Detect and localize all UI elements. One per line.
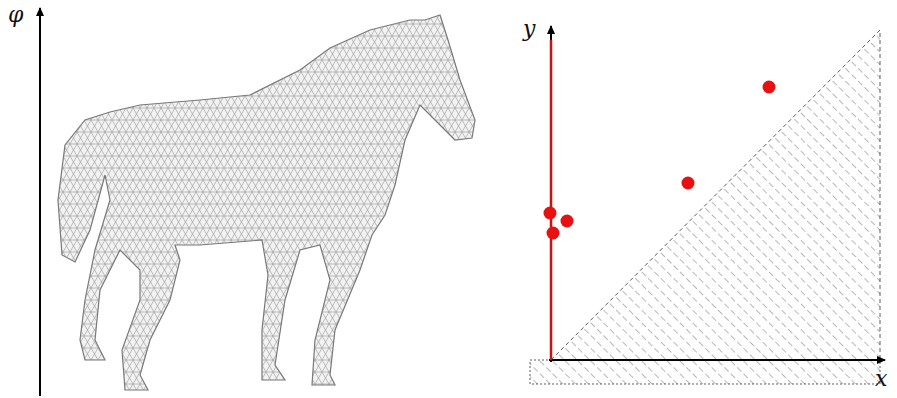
mesh-texture [58, 15, 475, 390]
x-axis [549, 359, 885, 361]
infinite-line [550, 40, 553, 360]
axis-label: x [875, 368, 887, 390]
persistence-points [544, 81, 776, 240]
below-diagonal-region [551, 30, 880, 360]
y-axis [550, 26, 552, 362]
phi-axis [39, 8, 41, 396]
below-axis-strip [530, 360, 880, 384]
axis-label: y [523, 18, 535, 40]
axis-label: φ [8, 4, 23, 26]
horse-mesh [58, 15, 475, 390]
